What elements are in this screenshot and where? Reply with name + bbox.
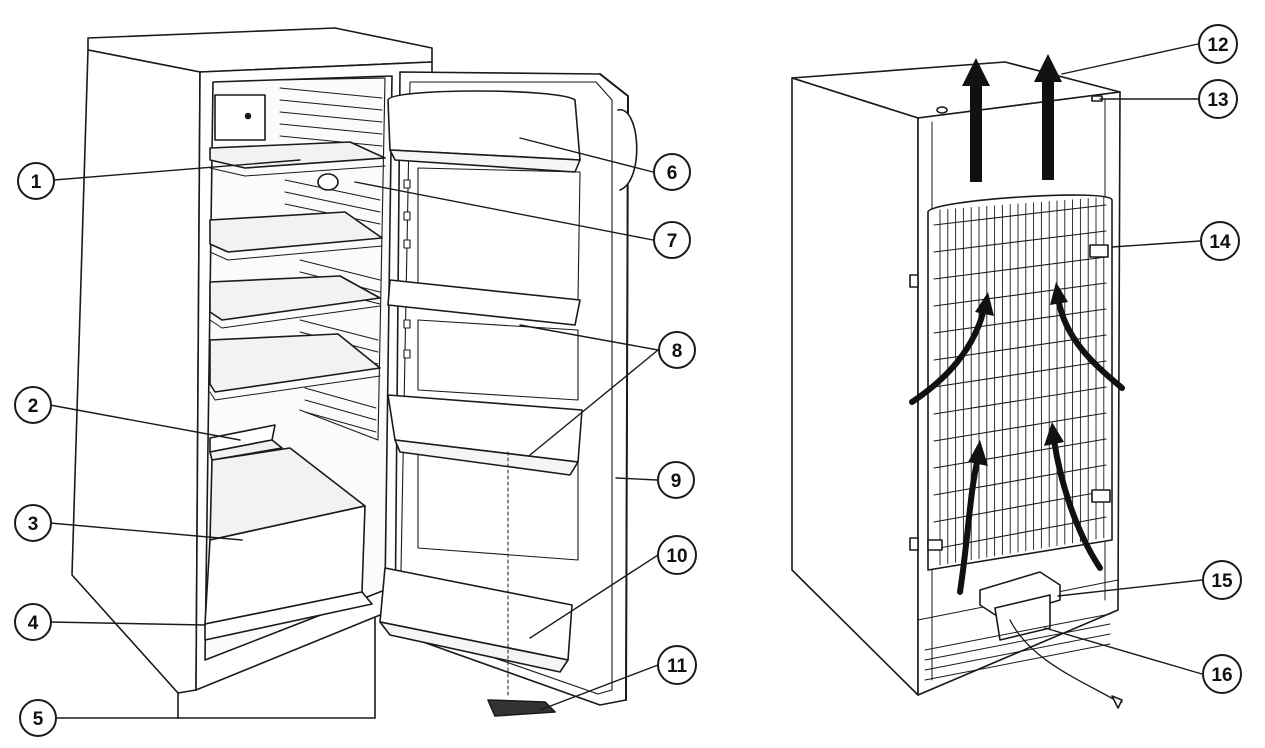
- svg-text:5: 5: [33, 709, 44, 730]
- callout-5: 5: [19, 699, 57, 737]
- svg-text:15: 15: [1211, 571, 1233, 592]
- fridge-front-illustration: [71, 27, 433, 719]
- svg-text:14: 14: [1209, 232, 1231, 253]
- airflow-arrows: [909, 54, 1125, 595]
- callout-12: 12: [1198, 24, 1238, 64]
- condenser-tube: [933, 282, 1107, 307]
- svg-text:16: 16: [1211, 665, 1232, 686]
- svg-text:8: 8: [672, 341, 683, 362]
- svg-text:11: 11: [667, 656, 688, 677]
- callout-4: 4: [14, 603, 52, 641]
- callout-11: 11: [657, 645, 697, 685]
- svg-text:7: 7: [667, 231, 678, 252]
- svg-text:2: 2: [28, 396, 39, 417]
- svg-text:4: 4: [28, 613, 39, 634]
- condenser-tube: [933, 490, 1107, 523]
- callout-14: 14: [1200, 221, 1240, 261]
- callout-16: 16: [1202, 654, 1242, 694]
- callout-10: 10: [657, 535, 697, 575]
- condenser-tube: [933, 360, 1107, 388]
- svg-text:13: 13: [1207, 90, 1228, 111]
- callout-2: 2: [14, 386, 52, 424]
- condenser-tube: [933, 438, 1107, 469]
- svg-text:12: 12: [1207, 35, 1228, 56]
- callout-6: 6: [653, 153, 691, 191]
- leader-lines: [49, 43, 1203, 719]
- condenser-tube: [933, 308, 1107, 334]
- condenser-tube: [933, 464, 1107, 496]
- condenser-tube: [933, 412, 1107, 442]
- condenser-tube: [933, 256, 1107, 280]
- condenser-tube: [933, 386, 1107, 415]
- svg-text:1: 1: [31, 172, 42, 193]
- fridge-back-illustration: [791, 61, 1123, 709]
- callout-8: 8: [658, 331, 696, 369]
- callout-13: 13: [1198, 79, 1238, 119]
- callout-7: 7: [653, 221, 691, 259]
- callout-1: 1: [17, 162, 55, 200]
- svg-text:9: 9: [671, 471, 682, 492]
- svg-text:6: 6: [667, 163, 678, 184]
- callout-9: 9: [657, 461, 695, 499]
- condenser-tube: [933, 204, 1107, 226]
- fridge-door-illustration: [379, 71, 638, 717]
- svg-text:10: 10: [666, 546, 687, 567]
- condenser-tube: [933, 230, 1107, 253]
- callout-3: 3: [14, 504, 52, 542]
- svg-text:3: 3: [28, 514, 39, 535]
- callout-15: 15: [1202, 560, 1242, 600]
